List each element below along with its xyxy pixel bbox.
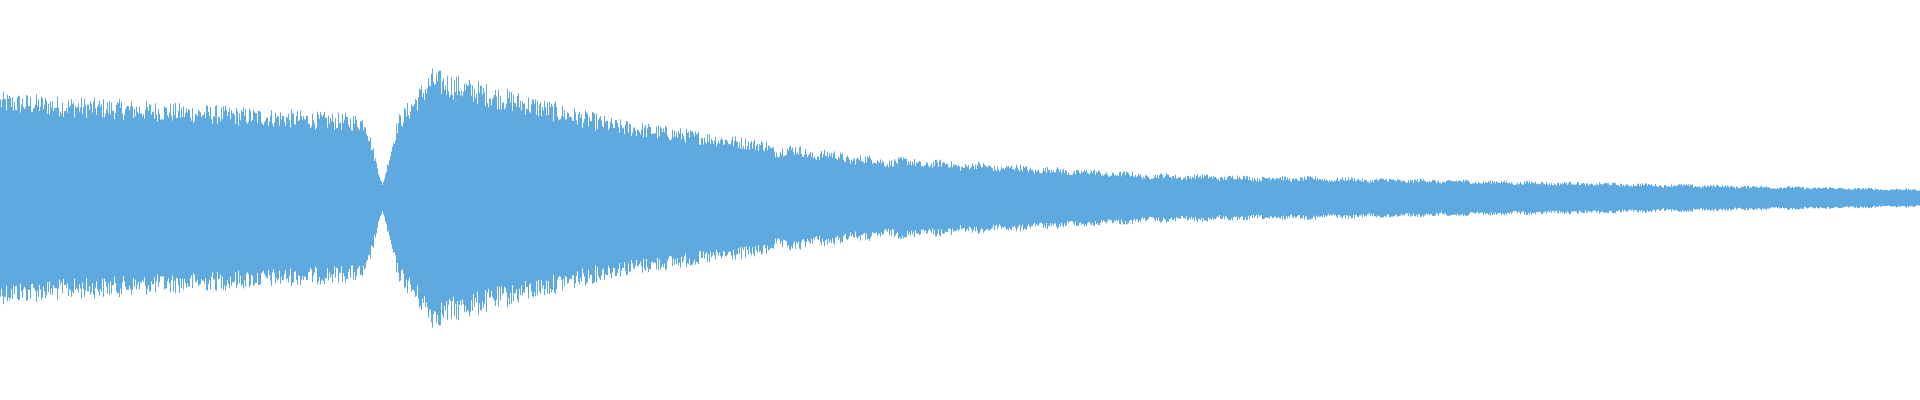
waveform-rms-body	[0, 97, 1920, 299]
waveform-body	[0, 97, 1920, 299]
